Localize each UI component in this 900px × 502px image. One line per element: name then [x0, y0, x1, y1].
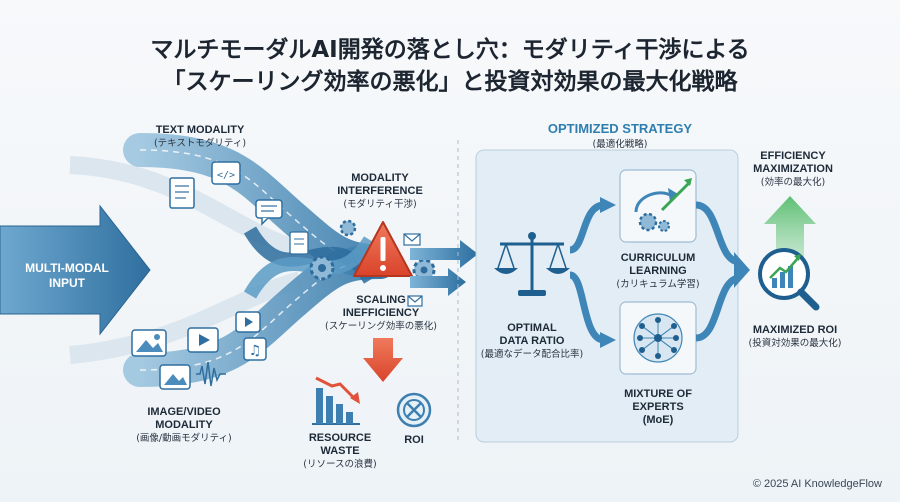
merge-arrow	[695, 274, 741, 342]
maximized-roi-label: MAXIMIZED ROI (投資対効果の最大化)	[732, 324, 858, 350]
interference-en-1: MODALITY	[351, 172, 409, 184]
music-note-icon: ♫	[243, 337, 267, 361]
waste-en-2: WASTE	[320, 445, 360, 457]
blocked-icon	[396, 392, 432, 428]
document-icon	[289, 231, 309, 255]
interference-label: MODALITY INTERFERENCE (モダリティ干渉)	[320, 172, 440, 211]
scaling-inefficiency-label: SCALING INEFFICIENCY (スケーリング効率の悪化)	[306, 294, 456, 333]
curriculum-en-2: LEARNING	[629, 265, 687, 277]
moe-label: MIXTURE OF EXPERTS (MoE)	[606, 388, 710, 427]
warning-icon	[353, 221, 413, 277]
image-modality-en-2: MODALITY	[155, 419, 213, 431]
scaling-en-1: SCALING	[356, 294, 406, 306]
curriculum-jp: (カリキュラム学習)	[616, 279, 700, 290]
curriculum-en-1: CURRICULUM	[620, 252, 696, 264]
mail-icon	[403, 233, 421, 246]
flow-arrow	[410, 268, 466, 296]
image-modality-label: IMAGE/VIDEO MODALITY (画像/動画モダリティ)	[104, 406, 264, 445]
title-line-2: 「スケーリング効率の悪化」と投資対効果の最大化戦略	[162, 69, 738, 95]
chart-up-icon	[634, 178, 692, 232]
scale-icon	[494, 232, 570, 296]
branch-arrow-up	[568, 201, 605, 254]
interference-en-2: INTERFERENCE	[337, 185, 423, 197]
text-flow-lane	[139, 149, 381, 263]
moe-en-3: (MoE)	[642, 414, 674, 426]
decline-arrow	[363, 338, 403, 382]
flow-arrow	[410, 240, 478, 268]
merge-arrow-head	[734, 252, 750, 288]
efficiency-label: EFFICIENCY MAXIMIZATION (効率の最大化)	[738, 150, 848, 189]
data-ratio-jp: (最適なデータ配合比率)	[480, 349, 584, 360]
branch-arrow-head	[600, 197, 616, 213]
svg-text:♫: ♫	[249, 343, 262, 359]
efficiency-jp: (効率の最大化)	[760, 177, 826, 188]
resource-waste-label: RESOURCE WASTE (リソースの浪費)	[292, 432, 388, 471]
roi-max-jp: (投資対効果の最大化)	[748, 338, 842, 349]
efficiency-en-2: MAXIMIZATION	[753, 163, 833, 175]
scaling-en-2: INEFFICIENCY	[342, 307, 420, 319]
neural-network-icon	[633, 313, 683, 363]
image-modality-jp: (画像/動画モダリティ)	[136, 433, 232, 444]
waveform-icon	[196, 361, 226, 387]
moe-en-1: MIXTURE OF	[624, 388, 692, 400]
roi-max-en: MAXIMIZED ROI	[752, 324, 838, 336]
text-modality-jp: (テキストモダリティ)	[153, 138, 247, 149]
text-modality-en: TEXT MODALITY	[155, 124, 245, 136]
multi-modal-input-label: MULTI-MODAL INPUT	[25, 261, 109, 290]
video-icon	[235, 311, 261, 333]
waste-en-1: RESOURCE	[308, 432, 372, 444]
curriculum-card	[619, 169, 697, 243]
gear-icon	[309, 255, 335, 281]
page-title: マルチモーダルAI開発の落とし穴：モダリティ干渉による 「スケーリング効率の悪化…	[0, 34, 900, 98]
strategy-jp: (最適化戦略)	[592, 139, 648, 150]
code-icon: </>	[211, 161, 241, 185]
svg-text:</>: </>	[217, 170, 235, 181]
roi-label: ROI	[394, 434, 434, 447]
chat-icon	[255, 199, 283, 226]
curriculum-learning-label: CURRICULUM LEARNING (カリキュラム学習)	[606, 252, 710, 291]
title-line-1: マルチモーダルAI開発の落とし穴：モダリティ干渉による	[150, 37, 750, 63]
image-icon	[131, 329, 167, 357]
image-modality-en-1: IMAGE/VIDEO	[147, 406, 221, 418]
moe-en-2: EXPERTS	[632, 401, 684, 413]
optimal-data-ratio-label: OPTIMAL DATA RATIO (最適なデータ配合比率)	[476, 322, 588, 361]
multi-modal-input-arrow	[0, 204, 151, 336]
scaling-jp: (スケーリング効率の悪化)	[325, 321, 437, 332]
chart-down-icon	[312, 376, 360, 425]
copyright: © 2025 AI KnowledgeFlow	[752, 478, 882, 490]
text-modality-label: TEXT MODALITY (テキストモダリティ)	[110, 124, 290, 150]
gear-icon	[339, 219, 357, 237]
bg-swoosh	[69, 271, 303, 364]
waste-jp: (リソースの浪費)	[303, 459, 377, 470]
optimized-strategy-heading: OPTIMIZED STRATEGY (最適化戦略)	[520, 121, 720, 153]
efficiency-en-1: EFFICIENCY	[760, 150, 826, 162]
bg-swoosh	[69, 156, 303, 259]
merge-arrow	[695, 201, 741, 266]
document-icon	[169, 177, 195, 209]
data-ratio-en-1: OPTIMAL	[507, 322, 557, 334]
magnifier-chart-icon	[758, 248, 820, 311]
video-icon	[187, 327, 219, 353]
strategy-en: OPTIMIZED STRATEGY	[547, 121, 693, 136]
data-ratio-en-2: DATA RATIO	[499, 335, 565, 347]
roi-en: ROI	[404, 434, 424, 446]
interference-jp: (モダリティ干渉)	[343, 199, 417, 210]
image-icon	[159, 364, 191, 390]
branch-arrow-head	[600, 332, 616, 348]
branch-arrow-down	[568, 271, 605, 344]
image-flow-lane	[139, 261, 381, 371]
mail-icon	[407, 295, 423, 307]
